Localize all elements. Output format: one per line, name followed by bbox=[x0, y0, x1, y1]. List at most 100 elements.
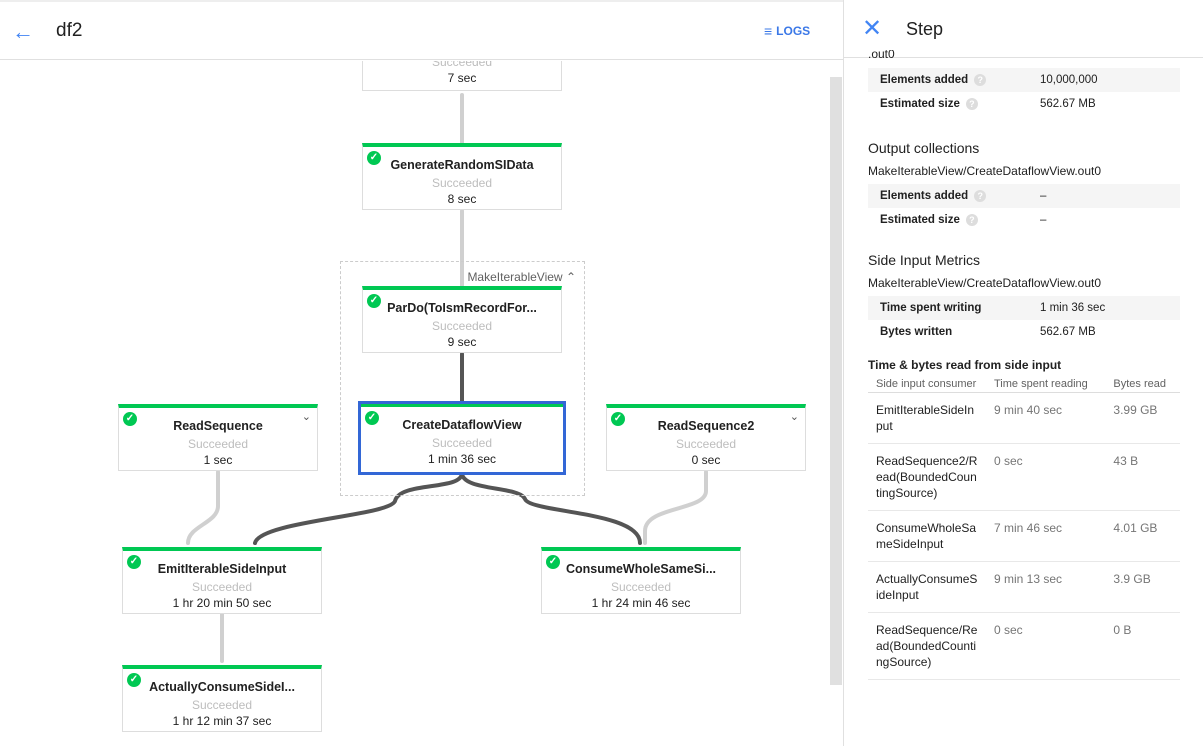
node-status: Succeeded bbox=[431, 176, 493, 190]
check-circle-icon: ✓ bbox=[367, 294, 381, 308]
consumer-cell: ReadSequence/Read(BoundedCountingSource) bbox=[868, 612, 986, 680]
help-icon[interactable]: ? bbox=[965, 214, 978, 226]
step-node[interactable]: ✓ ActuallyConsumeSideI... Succeeded 1 hr 12… bbox=[122, 665, 322, 732]
edge bbox=[460, 471, 642, 545]
metric-value: – bbox=[1040, 214, 1047, 226]
node-name: ReadSequence bbox=[173, 419, 263, 433]
time-cell: 9 min 40 sec bbox=[986, 392, 1106, 444]
time-cell: 9 min 13 sec bbox=[986, 561, 1106, 613]
bytes-cell: 4.01 GB bbox=[1105, 510, 1180, 562]
metric-row: Time spent writing 1 min 36 sec bbox=[868, 296, 1180, 320]
cut-text: .out0 bbox=[868, 50, 895, 61]
metric-value: – bbox=[1040, 190, 1047, 202]
check-circle-icon: ✓ bbox=[127, 555, 141, 569]
side-input-table: Side input consumer Time spent reading B… bbox=[868, 376, 1180, 680]
metric-value: 562.67 MB bbox=[1040, 98, 1096, 110]
output-collections-title: Output collections bbox=[868, 140, 980, 156]
consumer-cell: EmitIterableSideInput bbox=[868, 392, 986, 444]
table-row: ReadSequence2/Read(BoundedCountingSource… bbox=[868, 443, 1180, 511]
time-cell: 7 min 46 sec bbox=[986, 510, 1106, 562]
scrollbar[interactable] bbox=[830, 77, 842, 685]
metric-value: 10,000,000 bbox=[1040, 74, 1098, 86]
metric-label: Estimated size bbox=[880, 98, 960, 110]
help-icon[interactable]: ? bbox=[974, 190, 987, 202]
table-row: ReadSequence/Read(BoundedCountingSource)… bbox=[868, 612, 1180, 680]
close-icon[interactable]: ✕ bbox=[862, 15, 883, 42]
side-input-table-title: Time & bytes read from side input bbox=[868, 358, 1062, 372]
node-name: ReadSequence2 bbox=[657, 419, 755, 433]
node-time: 7 sec bbox=[447, 71, 477, 85]
node-time: 8 sec bbox=[447, 192, 477, 206]
node-time: 1 hr 12 min 37 sec bbox=[172, 714, 272, 728]
node-status: Succeeded bbox=[191, 698, 253, 712]
check-circle-icon: ✓ bbox=[367, 151, 381, 165]
check-circle-icon: ✓ bbox=[127, 673, 141, 687]
output-collection-name: MakeIterableView/CreateDataflowView.out0 bbox=[868, 164, 1102, 178]
metric-row: Elements added? – bbox=[868, 184, 1180, 208]
node-status: Succeeded bbox=[431, 319, 493, 333]
node-name: ConsumeWholeSameSi... bbox=[565, 562, 717, 576]
node-name: CreateDataflowView bbox=[402, 418, 522, 432]
col-consumer: Side input consumer bbox=[868, 376, 986, 393]
node-status: Succeeded bbox=[191, 580, 253, 594]
help-icon[interactable]: ? bbox=[965, 98, 978, 110]
check-circle-icon: ✓ bbox=[611, 412, 625, 426]
consumer-cell: ReadSequence2/Read(BoundedCountingSource… bbox=[868, 443, 986, 511]
node-time: 1 hr 24 min 46 sec bbox=[591, 596, 691, 610]
node-status: Succeeded bbox=[187, 437, 249, 451]
step-node[interactable]: ✓ ParDo(ToIsmRecordFor... Succeeded 9 sec bbox=[362, 286, 562, 353]
side-input-name: MakeIterableView/CreateDataflowView.out0 bbox=[868, 276, 1102, 290]
consumer-cell: ConsumeWholeSameSideInput bbox=[868, 510, 986, 562]
node-time: 9 sec bbox=[447, 335, 477, 349]
edge bbox=[253, 471, 464, 545]
check-circle-icon: ✓ bbox=[365, 411, 379, 425]
node-time: 1 min 36 sec bbox=[427, 452, 497, 466]
logs-button[interactable]: ≡LOGS bbox=[764, 23, 811, 39]
chevron-down-icon[interactable]: ⌄ bbox=[301, 411, 311, 423]
consumer-cell: ActuallyConsumeSideInput bbox=[868, 561, 986, 613]
bytes-cell: 3.99 GB bbox=[1105, 392, 1180, 444]
metric-label: Elements added bbox=[880, 74, 969, 86]
side-input-metrics-title: Side Input Metrics bbox=[868, 252, 981, 268]
bytes-cell: 43 B bbox=[1105, 443, 1180, 511]
edge bbox=[186, 470, 220, 545]
bytes-cell: 0 B bbox=[1105, 612, 1180, 680]
node-name: GenerateRandomSIData bbox=[390, 158, 534, 172]
node-name: ActuallyConsumeSideI... bbox=[149, 680, 295, 694]
node-name: EmitIterableSideInput bbox=[157, 562, 287, 576]
node-name: ParDo(ToIsmRecordFor... bbox=[387, 301, 537, 315]
node-status: Succeeded bbox=[431, 436, 493, 450]
bytes-cell: 3.9 GB bbox=[1105, 561, 1180, 613]
metric-label: Time spent writing bbox=[880, 302, 982, 314]
node-time: 1 hr 20 min 50 sec bbox=[172, 596, 272, 610]
group-collapse-toggle[interactable]: MakeIterableView ⌃ bbox=[467, 270, 576, 284]
top-bar: ← df2 ≡LOGS bbox=[0, 0, 843, 60]
back-arrow-icon[interactable]: ← bbox=[12, 19, 34, 44]
metric-value: 1 min 36 sec bbox=[1040, 302, 1106, 314]
graph-edges bbox=[186, 93, 708, 663]
chevron-down-icon[interactable]: ⌄ bbox=[789, 411, 799, 423]
node-status: Succeeded bbox=[610, 580, 672, 594]
metric-label: Elements added bbox=[880, 190, 969, 202]
help-icon[interactable]: ? bbox=[974, 74, 987, 86]
node-time: 0 sec bbox=[691, 453, 721, 467]
time-cell: 0 sec bbox=[986, 612, 1106, 680]
group-makeiterableview: MakeIterableView ⌃ bbox=[340, 261, 585, 496]
panel-title: Step bbox=[906, 19, 944, 39]
metric-label: Bytes written bbox=[880, 326, 953, 338]
metric-row: Estimated size? – bbox=[868, 208, 1180, 232]
metric-label: Estimated size bbox=[880, 214, 960, 226]
col-time: Time spent reading bbox=[986, 376, 1106, 393]
